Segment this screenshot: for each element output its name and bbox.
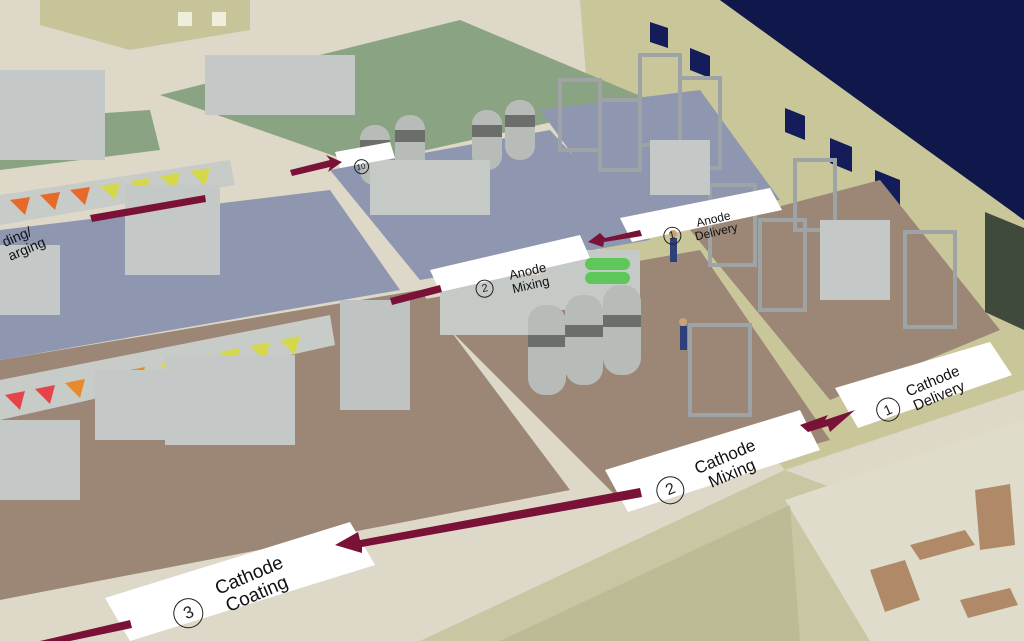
anode-delivery-machine: [650, 140, 710, 195]
plate-anode-delivery: [620, 188, 782, 242]
plate-cathode-delivery: [835, 342, 1012, 428]
office-window-2: [212, 12, 226, 26]
green-zone-top: [160, 20, 650, 165]
flow-arrows: [40, 155, 855, 641]
cafeteria-furniture: [870, 484, 1018, 618]
plate-anode-mixing: [430, 235, 590, 292]
cathode-delivery-machine: [820, 220, 890, 300]
roller-door: [985, 212, 1024, 330]
left-top-machine: [0, 70, 105, 160]
step-number-badge: 1: [871, 393, 904, 426]
anode-mixer: [360, 100, 535, 215]
plate-cathode-mixing: [605, 410, 820, 512]
office-building: [40, 0, 250, 50]
sky-corner: [720, 0, 1024, 220]
step-number-badge: 10: [352, 158, 370, 176]
lower-room-partition: [500, 505, 800, 641]
step-number-badge: 1: [661, 224, 683, 247]
plate-station-10: [335, 142, 395, 168]
lower-room-floor: [785, 420, 1024, 641]
plate-cathode-coating: [105, 522, 375, 641]
step-number-badge: 3: [169, 593, 209, 633]
top-machine: [205, 55, 355, 115]
cathode-coating-line: [0, 300, 410, 500]
office-window: [178, 12, 192, 26]
workers: [669, 230, 687, 350]
step-number-badge: 2: [474, 277, 496, 300]
step-number-badge: 2: [652, 471, 690, 509]
